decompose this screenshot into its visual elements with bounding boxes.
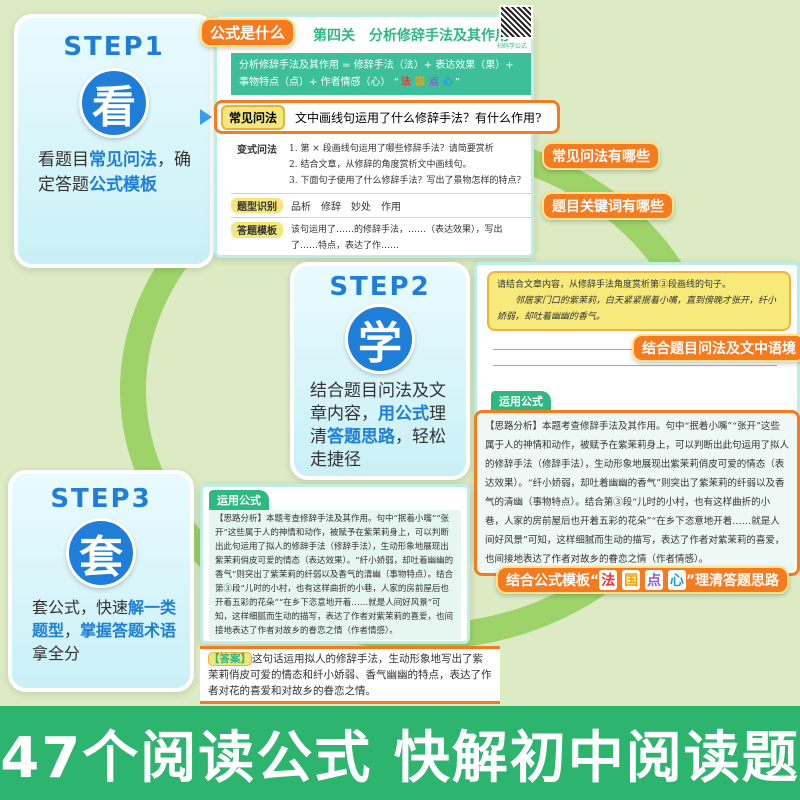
step3-label: STEP3 [50, 484, 152, 514]
analysis-box: 【思路分析】本题考查修辞手法及其作用。句中“抿着小嘴”“张开”这些属于人的神情和… [474, 410, 800, 576]
step1-label: STEP1 [63, 32, 165, 62]
page1-title: 第四关 分析修辞手法及其作用 [313, 28, 509, 44]
section-header: 运用公式 [491, 391, 551, 411]
template-label: 答题模板 [231, 222, 283, 238]
common-question-row: 常见问法 文中画线句运用了什么修辞手法？有什么作用? [214, 100, 560, 134]
formula-bar: 分析修辞手法及其作用 = 修辞手法（法）+ 表达效果（果）+ 事物特点（点）+ … [231, 53, 531, 95]
tag-context: 结合题目问法及文中语境 [632, 334, 800, 362]
step1-card: STEP1 看 看题目常见问法，确定答题公式模板 [14, 14, 214, 268]
variant-3: 3. 下面句子使用了什么修辞手法？写出了景物怎样的特点？ [289, 176, 526, 186]
step2-char: 学 [345, 304, 415, 374]
step2-label: STEP2 [329, 272, 431, 302]
step1-char: 看 [79, 68, 149, 138]
question-table: 变式问法 1. 第 × 段画线句运用了哪些修辞手法？请简要赏析 2. 结合文章，从修… [231, 137, 531, 258]
quote-text: 邻居家门口的紫茉莉，白天紧紧抿着小嘴，直到傍晚才张开，纤小娇弱，却吐着幽幽的香气… [497, 296, 777, 322]
common-label: 常见问法 [221, 104, 286, 130]
step2-desc: 结合题目问法及文章内容，用公式理清答题思路，轻松走捷径 [310, 381, 446, 470]
qr-code [499, 5, 533, 39]
page3: 运用公式 【思路分析】本题考查修辞手法及其作用。句中“抿着小嘴”“张开”这些属于… [200, 484, 470, 644]
step3-card: STEP3 套 套公式，快速解一类题型，掌握答题术语拿全分 [8, 470, 194, 692]
variant-2: 2. 结合文章，从修辞的角度赏析文中画线句。 [289, 160, 472, 170]
question-text: 请结合文章内容，从修辞手法角度赏析第③段画线的句子。 [497, 280, 732, 290]
tag-keyword: 题目关键词有哪些 [542, 192, 674, 220]
answer-label: 【答案】 [208, 652, 252, 666]
step2-card: STEP2 学 结合题目问法及文章内容，用公式理清答题思路，轻松走捷径 [290, 262, 470, 480]
variant-1: 1. 第 × 段画线句运用了哪些修辞手法？请简要赏析 [289, 144, 494, 154]
qr-caption: 扫码学公式 [497, 43, 528, 50]
variant-label: 变式问法 [237, 145, 277, 156]
tag-formula: 公式是什么 [200, 18, 296, 47]
question-box: 请结合文章内容，从修辞手法角度赏析第③段画线的句子。邻居家门口的紫茉莉，白天紧紧… [487, 271, 791, 331]
page1: 第四关 分析修辞手法及其作用 扫码学公式 分析修辞手法及其作用 = 修辞手法（法… [214, 5, 534, 258]
section-header-3: 运用公式 [209, 490, 269, 510]
analysis-text: 【思路分析】本题考查修辞手法及其作用。句中“抿着小嘴”“张开”这些属于人的神情和… [209, 510, 461, 640]
step3-desc: 套公式，快速解一类题型，掌握答题术语拿全分 [32, 598, 177, 663]
answer-box: 【答案】这句话运用拟人的修辞手法，生动形象地写出了紫茉莉俏皮可爱的情态和纤小娇弱… [200, 646, 500, 704]
keyword-label: 题型识别 [231, 198, 283, 213]
keywords: 品析 修辞 妙处 作用 [291, 202, 401, 213]
bottom-banner: 47个阅读公式 快解初中阅读题 [0, 706, 800, 800]
answer-text: 这句话运用拟人的修辞手法，生动形象地写出了紫茉莉俏皮可爱的情态和纤小娇弱、香气幽… [208, 653, 492, 697]
step1-desc: 看题目常见问法，确定答题公式模板 [38, 150, 191, 195]
step3-char: 套 [66, 518, 136, 588]
arrow-icon [200, 109, 212, 125]
tag-common: 常见问法有哪些 [542, 142, 660, 170]
common-text: 文中画线句运用了什么修辞手法？有什么作用? [295, 110, 542, 125]
tag-template: 结合公式模板“法 国 点 心”理清答题思路 [496, 566, 790, 594]
template-text: 该句运用了……的修辞手法，……（表达效果），写出了……特点，表达了作…… [291, 225, 503, 251]
